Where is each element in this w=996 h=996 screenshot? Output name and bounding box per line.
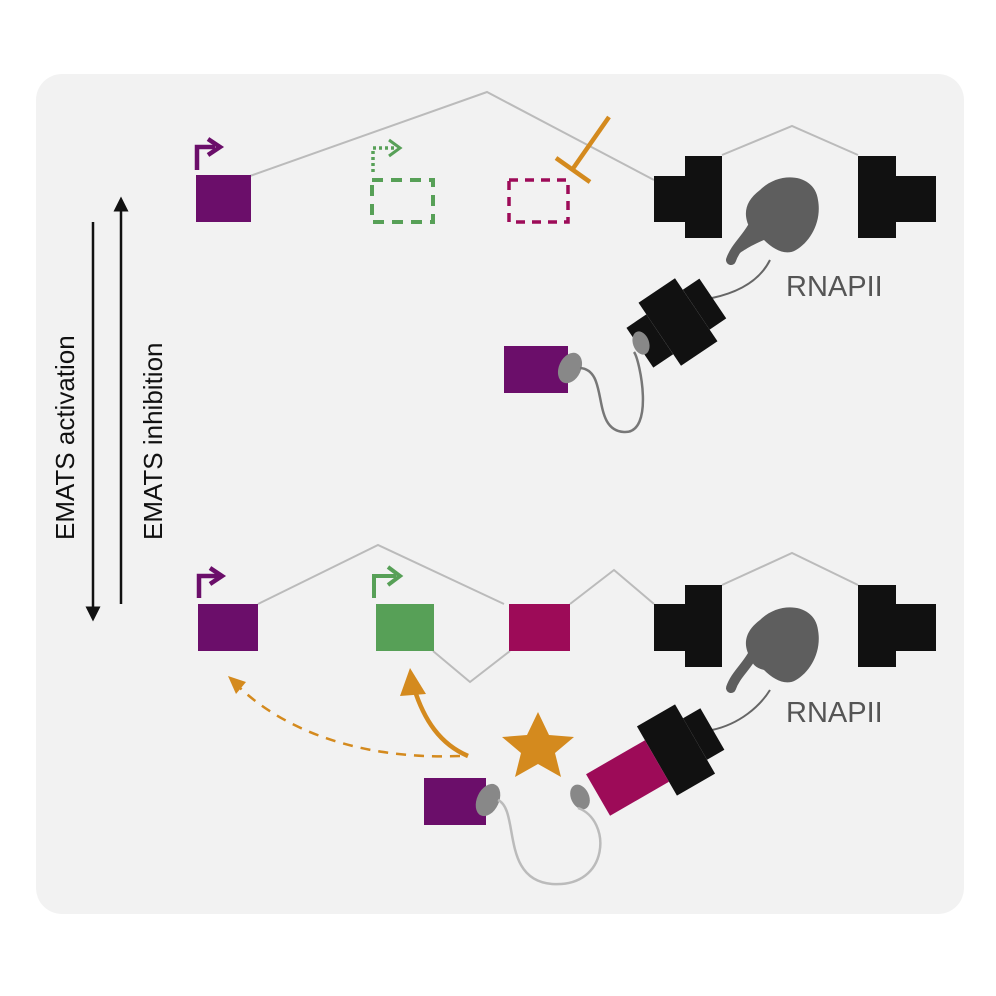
activation-arrow-solid [411,687,469,759]
top-transcript-piece [626,278,727,368]
top-promoter-arrow-2-head [388,138,403,158]
activation-arrow-solid-head [400,668,426,696]
bottom-splice-junction-2 [432,650,511,684]
top-nascent-rna [711,259,771,299]
bottom-splice-junction-1 [257,543,505,605]
top-exon-block-4 [654,156,722,238]
bottom-nascent-rna [711,689,771,731]
top-cap-left [557,352,583,384]
bottom-mrna-loop [497,798,602,886]
bottom-promoter-arrow-1-head [208,566,227,586]
bottom-state: RNAPII [196,543,936,886]
top-rnapii-body [731,177,819,265]
top-splice-junction-2 [721,124,859,156]
top-exon-block-5 [858,156,936,238]
emats-inhibition-label: EMATS inhibition [138,343,168,541]
bottom-cap-left [475,783,501,817]
bottom-exon-2 [376,604,434,651]
bottom-rnapii-tail [726,651,757,693]
bottom-promoter-arrow-1 [196,573,218,598]
top-transcript-exon-1 [504,346,568,393]
activation-arrow-dashed [239,687,461,758]
bottom-cap-right [570,784,590,810]
bottom-promoter-arrow-2 [372,574,396,598]
state-switch: EMATS activation EMATS inhibition [50,196,168,622]
bottom-exon-1 [198,604,258,651]
top-rnapii-label: RNAPII [786,271,883,303]
bottom-exon-3 [509,604,570,651]
bottom-transcript-exon-1 [424,778,486,825]
bottom-splice-junction-4 [721,551,859,586]
top-cap-right [632,331,650,355]
regulator-star [502,712,574,777]
top-exon-2-inactive [370,178,435,224]
panel-background [36,74,964,914]
top-promoter-arrow-2-dotted [371,146,396,172]
activation-arrow-dashed-head [228,676,246,694]
bottom-promoter-arrow-2-head [386,565,404,587]
bottom-transcript-piece [586,704,725,816]
bottom-exon-block-4 [654,585,722,667]
top-mrna-loop [579,351,645,434]
top-splice-junction [249,90,655,181]
top-promoter-arrow-1-head [206,137,225,157]
top-inhibition-stem [570,115,611,172]
top-inhibition-bar [554,156,592,184]
top-rnapii-tail [726,223,757,265]
bottom-splice-junction-3 [569,568,655,605]
top-state: RNAPII [194,90,936,434]
top-exon-1 [196,175,251,222]
top-promoter-arrow-1 [194,144,215,170]
emats-activation-label: EMATS activation [50,335,80,540]
top-exon-3-excluded [507,178,570,224]
bottom-rnapii-body [745,607,819,683]
bottom-rnapii-label: RNAPII [786,697,883,729]
bottom-exon-block-5 [858,585,936,667]
